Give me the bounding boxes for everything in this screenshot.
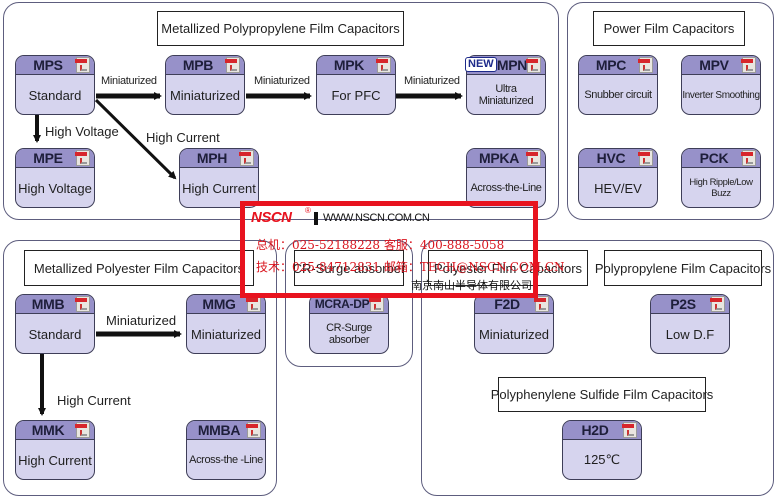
section-title-metallized-polyester: Metallized Polyester Film Capacitors: [24, 250, 254, 286]
product-code: P2S: [670, 296, 696, 312]
product-desc: Inverter Smoothing: [682, 89, 760, 101]
pdf-icon[interactable]: [741, 57, 756, 73]
watermark-logo: NSCN: [251, 209, 292, 226]
product-desc: High Voltage: [18, 180, 92, 196]
pdf-icon[interactable]: [225, 57, 240, 73]
product-code: MMG: [202, 296, 236, 312]
watermark-tech-email-line: 技术：025-84712831 邮箱：TECH@NSCN.COM.CN: [256, 260, 565, 274]
product-card-mcra-dp[interactable]: MCRA-DP CR-Surge absorber: [309, 294, 389, 354]
product-desc: Miniaturized: [169, 87, 241, 103]
watermark-divider: [314, 212, 318, 225]
product-card-mmk[interactable]: MMK High Current: [15, 420, 95, 480]
product-desc: High Current: [182, 180, 256, 196]
product-card-mpk[interactable]: MPK For PFC: [316, 55, 396, 115]
product-code: MPB: [182, 57, 214, 73]
product-card-h2d[interactable]: H2D 125℃: [562, 420, 642, 480]
pdf-icon[interactable]: [526, 150, 541, 166]
pdf-icon[interactable]: [75, 150, 90, 166]
arrow-label-miniaturized: Miniaturized: [101, 75, 157, 87]
section-title-polypropylene: Polypropylene Film Capacitors: [595, 250, 771, 286]
product-code: MMK: [31, 422, 65, 438]
pdf-icon[interactable]: [369, 296, 384, 312]
pdf-icon[interactable]: [638, 150, 653, 166]
product-card-mpb[interactable]: MPB Miniaturized: [165, 55, 245, 115]
product-card-mmb[interactable]: MMB Standard: [15, 294, 95, 354]
product-card-mmg[interactable]: MMG Miniaturized: [186, 294, 266, 354]
product-code: MPE: [33, 150, 63, 166]
pdf-icon[interactable]: [710, 296, 725, 312]
product-desc: CR-Surge absorber: [326, 322, 372, 346]
product-desc: Standard: [28, 326, 82, 342]
pdf-icon[interactable]: [622, 422, 637, 438]
section-title-power-film: Power Film Capacitors: [593, 11, 745, 46]
product-card-mpe[interactable]: MPE High Voltage: [15, 148, 95, 208]
product-code: MPV: [699, 57, 729, 73]
arrow-label-high-current: High Current: [57, 393, 131, 408]
pdf-icon[interactable]: [534, 296, 549, 312]
product-card-mpv[interactable]: MPV Inverter Smoothing: [681, 55, 761, 115]
product-code: MPKA: [478, 150, 520, 166]
watermark-url: WWW.NSCN.COM.CN: [323, 212, 430, 224]
watermark-company: 南京南山半导体有限公司: [411, 279, 532, 292]
product-code: MPS: [33, 57, 63, 73]
product-desc: Low D.F: [665, 326, 715, 342]
pdf-icon[interactable]: [526, 57, 541, 73]
pdf-icon[interactable]: [376, 57, 391, 73]
product-card-f2d[interactable]: F2D Miniaturized: [474, 294, 554, 354]
product-code: MPC: [595, 57, 627, 73]
product-code: H2D: [581, 422, 609, 438]
product-card-p2s[interactable]: P2S Low D.F: [650, 294, 730, 354]
product-code: MPH: [196, 150, 228, 166]
product-desc: Miniaturized: [478, 326, 550, 342]
product-code: MPK: [333, 57, 365, 73]
pdf-icon[interactable]: [75, 57, 90, 73]
product-code: PCK: [699, 150, 729, 166]
product-desc: Ultra Miniaturized: [478, 83, 534, 107]
arrow-label-high-voltage: High Voltage: [45, 124, 119, 139]
product-card-pck[interactable]: PCK High Ripple/Low Buzz: [681, 148, 761, 208]
pdf-icon[interactable]: [246, 296, 261, 312]
product-desc: High Current: [18, 452, 92, 468]
product-desc: Snubber circuit: [584, 89, 652, 101]
section-title-polyphenylene-sulfide: Polyphenylene Sulfide Film Capacitors: [491, 377, 713, 412]
pdf-icon[interactable]: [239, 150, 254, 166]
product-code: MCRA-DP: [314, 297, 370, 311]
registered-mark: ®: [305, 206, 311, 215]
product-desc: Across-the -Line: [189, 454, 263, 466]
pdf-icon[interactable]: [75, 422, 90, 438]
pdf-icon[interactable]: [741, 150, 756, 166]
new-badge: NEW: [465, 57, 497, 72]
watermark-phone-line: 总机：025-52188228 客服：400-888-5058: [256, 238, 505, 252]
product-card-mps[interactable]: MPS Standard: [15, 55, 95, 115]
product-desc: For PFC: [331, 87, 381, 103]
product-card-mpka[interactable]: MPKA Across-the-Line: [466, 148, 546, 208]
product-card-mph[interactable]: MPH High Current: [179, 148, 259, 208]
arrow-label-high-current: High Current: [146, 130, 220, 145]
arrow-label-miniaturized: Miniaturized: [106, 313, 177, 328]
product-desc: HEV/EV: [594, 180, 642, 196]
product-code: F2D: [494, 296, 520, 312]
product-card-mmba[interactable]: MMBA Across-the -Line: [186, 420, 266, 480]
pdf-icon[interactable]: [75, 296, 90, 312]
product-desc: Across-the-Line: [470, 182, 542, 194]
product-code: HVC: [596, 150, 626, 166]
product-desc: Miniaturized: [190, 326, 262, 342]
arrow-label-miniaturized: Miniaturized: [254, 75, 310, 87]
product-card-mpc[interactable]: MPC Snubber circuit: [578, 55, 658, 115]
arrow-label-miniaturized: Miniaturized: [404, 75, 460, 87]
watermark-frame: [240, 201, 538, 298]
section-title-cr-surge: CR-Surge absorber: [293, 250, 405, 286]
product-card-hvc[interactable]: HVC HEV/EV: [578, 148, 658, 208]
product-code: MMB: [31, 296, 65, 312]
pdf-icon[interactable]: [246, 422, 261, 438]
product-code: MMBA: [197, 422, 241, 438]
section-title-metallized-polypropylene: Metallized Polypropylene Film Capacitors: [157, 11, 404, 46]
product-code: MPN: [496, 57, 528, 73]
product-desc: Standard: [28, 87, 82, 103]
product-desc: 125℃: [583, 452, 621, 467]
product-desc: High Ripple/Low Buzz: [689, 177, 753, 199]
section-title-polyester: Polyester Film Capacitors: [428, 250, 588, 286]
pdf-icon[interactable]: [638, 57, 653, 73]
